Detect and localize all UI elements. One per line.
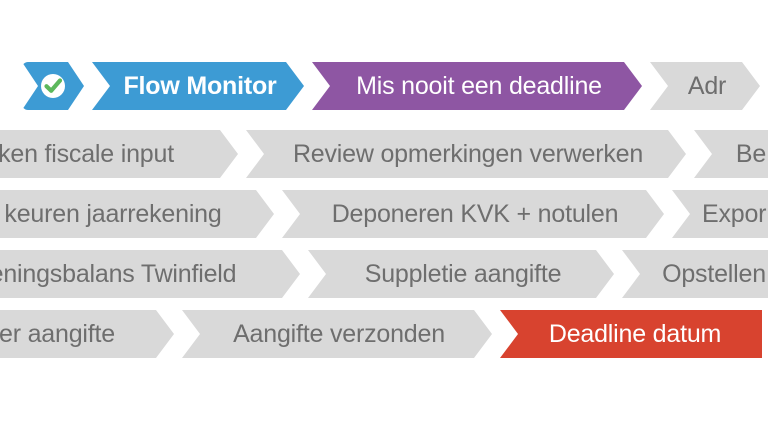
flow-row-2: ken fiscale input Review opmerkingen ver… bbox=[0, 130, 768, 178]
chevron-label: eningsbalans Twinfield bbox=[0, 259, 237, 288]
chevron-keuren-jaarrekening[interactable]: keuren jaarrekening bbox=[0, 190, 274, 238]
chevron-label: Adr bbox=[687, 71, 727, 100]
flow-row-4: eningsbalans Twinfield Suppletie aangift… bbox=[0, 250, 768, 298]
chevron-label: Mis nooit een deadline bbox=[356, 71, 602, 100]
chevron-label: Suppletie aangifte bbox=[364, 259, 562, 288]
chevron-label: Flow Monitor bbox=[123, 71, 277, 100]
chevron-label: er aangifte bbox=[0, 319, 115, 348]
chevron-flow-monitor[interactable]: Flow Monitor bbox=[92, 62, 304, 110]
chevron-label: Review opmerkingen verwerken bbox=[292, 139, 644, 168]
chevron-mis-nooit-een-deadline[interactable]: Mis nooit een deadline bbox=[312, 62, 642, 110]
flow-monitor-logo bbox=[22, 62, 84, 110]
flow-row-3: keuren jaarrekening Deponeren KVK + notu… bbox=[0, 190, 768, 238]
chevron-label: Expor bbox=[702, 199, 767, 228]
chevron-ken-fiscale-input[interactable]: ken fiscale input bbox=[0, 130, 238, 178]
chevron-label: Be bbox=[735, 139, 767, 168]
flow-row-1: Flow Monitor Mis nooit een deadline Adr bbox=[22, 62, 760, 110]
chevron-label: Deponeren KVK + notulen bbox=[331, 199, 619, 228]
chevron-review-opmerkingen-verwerken[interactable]: Review opmerkingen verwerken bbox=[246, 130, 686, 178]
chevron-label: Aangifte verzonden bbox=[233, 319, 445, 348]
chevron-exporteren-clipped[interactable]: Expor bbox=[672, 190, 768, 238]
chevron-aangifte-verzonden[interactable]: Aangifte verzonden bbox=[182, 310, 492, 358]
chevron-label: Opstellen bbox=[662, 259, 766, 288]
chevron-label: ken fiscale input bbox=[0, 139, 174, 168]
chevron-er-aangifte[interactable]: er aangifte bbox=[0, 310, 174, 358]
chevron-deadline-datum[interactable]: Deadline datum bbox=[500, 310, 762, 358]
chevron-be-clipped[interactable]: Be bbox=[694, 130, 768, 178]
chevron-opstellen-clipped[interactable]: Opstellen bbox=[622, 250, 768, 298]
chevron-suppletie-aangifte[interactable]: Suppletie aangifte bbox=[308, 250, 614, 298]
chevron-eningsbalans-twinfield[interactable]: eningsbalans Twinfield bbox=[0, 250, 300, 298]
chevron-label: Deadline datum bbox=[548, 319, 722, 348]
flow-row-5: er aangifte Aangifte verzonden Deadline … bbox=[0, 310, 762, 358]
chevron-deponeren-kvk-notulen[interactable]: Deponeren KVK + notulen bbox=[282, 190, 664, 238]
chevron-label: keuren jaarrekening bbox=[4, 199, 222, 228]
chevron-administratie-clipped[interactable]: Adr bbox=[650, 62, 760, 110]
check-circle-icon bbox=[38, 71, 68, 101]
